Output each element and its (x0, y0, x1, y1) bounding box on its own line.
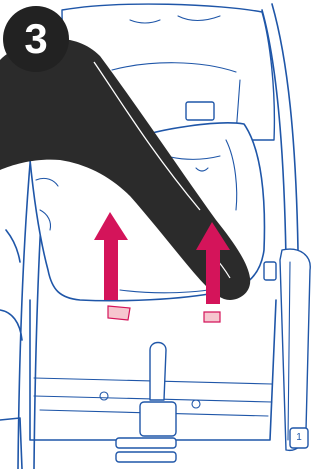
step-number: 3 (24, 18, 47, 60)
strap-tabs (108, 306, 220, 322)
buckle-icon (116, 343, 176, 463)
step-number-badge: 3 (3, 6, 69, 72)
part-tag-label: 1 (292, 430, 306, 446)
